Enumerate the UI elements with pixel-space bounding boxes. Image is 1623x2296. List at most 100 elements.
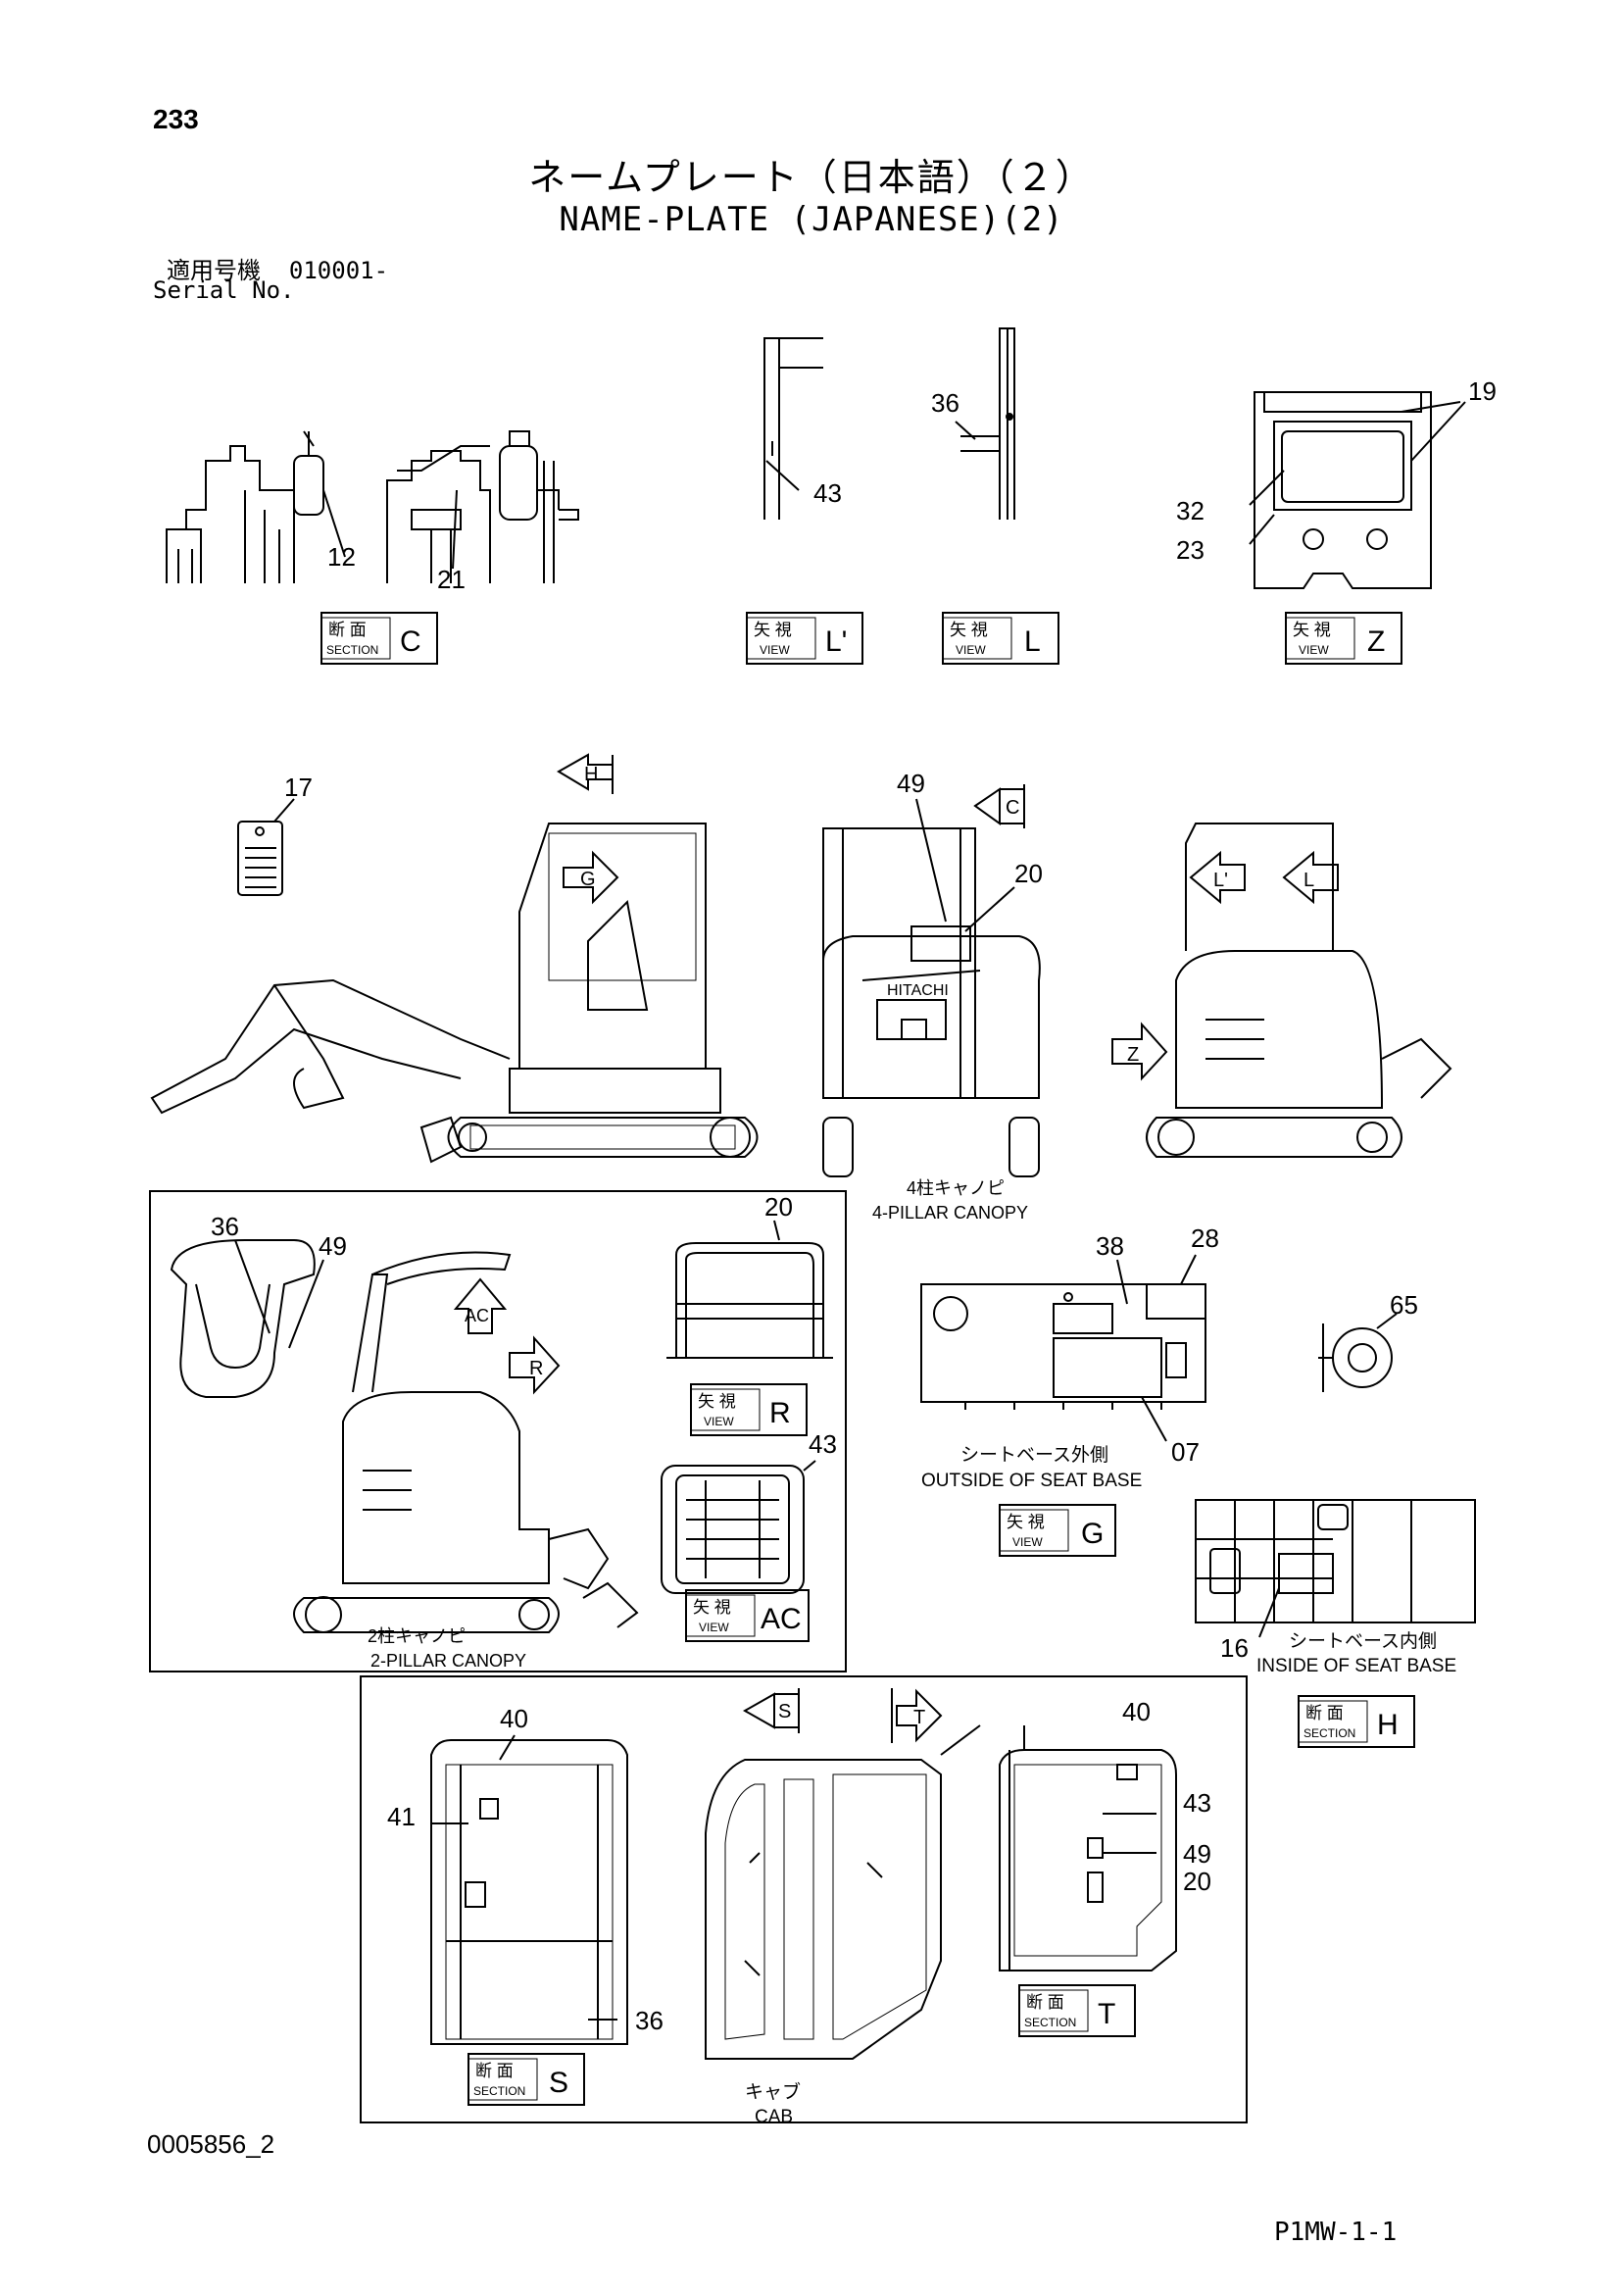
view-tag-section-c: 断 面 SECTION C (320, 612, 438, 665)
arrow-label: Z (1127, 1044, 1139, 1066)
callout-20-t: 20 (1183, 1867, 1211, 1896)
cab-frame (360, 1675, 1248, 2123)
view-r-detail (666, 1220, 833, 1359)
callout-07: 07 (1171, 1437, 1200, 1467)
callout-38: 38 (1096, 1231, 1124, 1261)
callout-28: 28 (1191, 1223, 1219, 1253)
callout-43-t: 43 (1183, 1788, 1211, 1818)
arrow-label: C (1006, 797, 1019, 819)
callout-43-lprime: 43 (813, 478, 842, 508)
tag-en: VIEW (956, 643, 986, 657)
view-l-prime-detail (763, 337, 823, 520)
inside-seat-jp: シートベース内側 (1289, 1630, 1437, 1652)
arrow-label: H (584, 764, 598, 785)
seat-base-inside (1195, 1499, 1476, 1638)
serial-label-en: Serial No. (153, 276, 295, 304)
tag-letter: AC (761, 1603, 802, 1635)
seat-base-outside (920, 1283, 1206, 1410)
callout-49-box: 36 (211, 1212, 239, 1241)
tag-jp: 断 面 (1305, 1704, 1344, 1722)
callout-65: 65 (1390, 1290, 1418, 1320)
tag-jp: 断 面 (1026, 1993, 1064, 2012)
plate-17-icon (237, 798, 295, 896)
callout-40-s: 40 (500, 1704, 528, 1733)
view-tag-view-ac: 矢 視 VIEW AC (685, 1589, 810, 1642)
arrow-g: G (563, 850, 619, 905)
cab-section-t (999, 1725, 1177, 1972)
tag-letter: R (769, 1397, 791, 1429)
callout-36-l: 36 (931, 388, 959, 418)
tag-jp: 断 面 (475, 2062, 514, 2080)
arrow-c: C (973, 784, 1025, 828)
arrow-label: G (580, 869, 596, 890)
callout-21: 21 (437, 565, 466, 594)
callout-12: 12 (327, 542, 356, 572)
drawing-id: 0005856_2 (147, 2129, 275, 2159)
callout-16: 16 (1220, 1633, 1249, 1663)
serial-label-jp-text: 適用号機 (167, 257, 261, 284)
tag-en: VIEW (1012, 1535, 1043, 1549)
arrow-l-prime: L' (1189, 850, 1246, 905)
arrow-label: AC (465, 1306, 489, 1325)
arrow-label: S (778, 1701, 791, 1722)
tag-jp: 断 面 (328, 621, 367, 639)
two-pillar-excavator (293, 1251, 639, 1633)
outside-seat-jp: シートベース外側 (960, 1444, 1108, 1466)
seat-detail (661, 1460, 816, 1594)
tag-en: VIEW (1299, 643, 1329, 657)
arrow-z: Z (1111, 1022, 1168, 1081)
arrow-s: S (742, 1688, 800, 1733)
cab-iso-view (705, 1724, 981, 2060)
inside-seat-en: INSIDE OF SEAT BASE (1256, 1656, 1456, 1676)
arrow-label: R (529, 1358, 543, 1379)
outside-seat-en: OUTSIDE OF SEAT BASE (921, 1471, 1142, 1491)
section-c-detail (166, 430, 579, 583)
tag-en: VIEW (760, 643, 790, 657)
callout-36-cab: 36 (635, 2006, 664, 2035)
callout-36-box: 20 (764, 1192, 793, 1222)
view-tag-section-h: 断 面 SECTION H (1298, 1695, 1415, 1748)
excavator-right-view (1146, 823, 1452, 1158)
arrow-label: L' (1213, 870, 1228, 891)
four-pillar-jp: 4柱キャノピ (907, 1178, 1005, 1198)
tag-jp: 矢 視 (950, 621, 988, 639)
page-number: 233 (153, 104, 199, 134)
title-english: NAME-PLATE (JAPANESE)(2) (559, 200, 1064, 239)
arrow-l: L (1282, 850, 1339, 905)
callout-17: 17 (284, 773, 313, 802)
callout-20-box: 49 (319, 1231, 347, 1261)
excavator-side-view (150, 823, 759, 1164)
view-tag-view-r: 矢 視 VIEW R (690, 1383, 808, 1436)
excavator-rear-view: HITACHI (822, 827, 1041, 1177)
tag-jp: 矢 視 (754, 621, 792, 639)
callout-43-box: 43 (809, 1429, 837, 1459)
view-tag-section-t: 断 面 SECTION T (1018, 1984, 1136, 2037)
arrow-h: H (557, 753, 614, 794)
tag-letter: H (1377, 1709, 1399, 1741)
tag-letter: L' (825, 625, 847, 658)
view-z-detail (1249, 391, 1466, 589)
arrow-label: T (913, 1707, 925, 1728)
cab-section-s (430, 1734, 628, 2045)
tag-en: SECTION (1303, 1726, 1355, 1740)
tag-jp: 矢 視 (1293, 621, 1331, 639)
view-tag-view-l-prime: 矢 視 VIEW L' (746, 612, 863, 665)
two-pillar-jp: 2柱キャノピ (368, 1626, 466, 1646)
tag-en: VIEW (699, 1621, 729, 1634)
callout-40-t: 40 (1122, 1697, 1151, 1726)
tag-letter: L (1024, 625, 1041, 658)
title-japanese: ネームプレート（日本語）（２） (528, 156, 1095, 199)
serial-label-jp: 適用号機 010001- (167, 251, 388, 285)
tag-jp: 矢 視 (698, 1392, 736, 1411)
part-65-detail (1318, 1313, 1398, 1392)
tag-jp: 矢 視 (693, 1598, 731, 1617)
tag-letter: Z (1367, 625, 1385, 658)
tag-en: VIEW (704, 1415, 734, 1428)
view-tag-view-l: 矢 視 VIEW L (942, 612, 1059, 665)
callout-41: 41 (387, 1802, 416, 1831)
brand-text: HITACHI (887, 982, 949, 999)
view-l-detail (955, 327, 1015, 520)
tag-en: SECTION (326, 643, 378, 657)
view-tag-section-s: 断 面 SECTION S (467, 2053, 585, 2106)
